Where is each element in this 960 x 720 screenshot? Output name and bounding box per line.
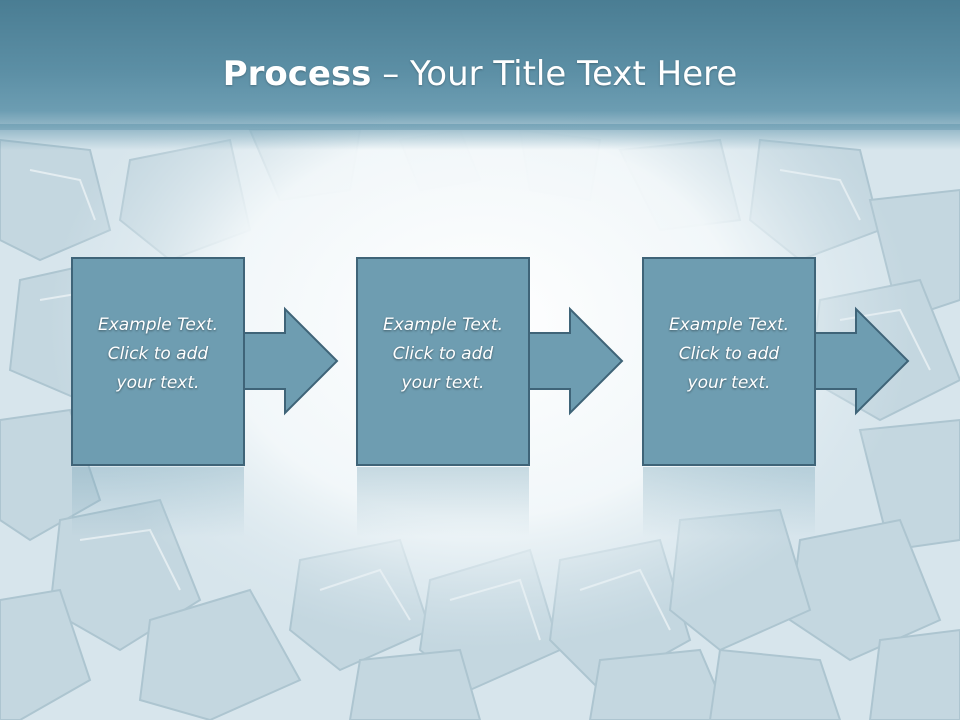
process-step-1[interactable]	[71, 257, 339, 537]
process-step-2-box	[356, 257, 530, 466]
process-step-3[interactable]	[642, 257, 910, 537]
process-step-1-box	[71, 257, 245, 466]
process-step-2-text[interactable]: Example Text. Click to add your text.	[382, 315, 504, 393]
slide-title-bold: Process	[222, 54, 372, 94]
slide-title-rest: – Your Title Text Here	[371, 54, 738, 94]
title-bar	[0, 0, 960, 130]
title-bar-fade	[0, 124, 960, 150]
process-step-3-text[interactable]: Example Text. Click to add your text.	[668, 315, 790, 393]
slide-title[interactable]: Process – Your Title Text Here	[0, 52, 960, 96]
process-step-1-arrow	[243, 306, 339, 416]
process-step-1-text[interactable]: Example Text. Click to add your text.	[97, 315, 219, 393]
process-step-2-arrow	[528, 306, 624, 416]
process-step-3-arrow	[814, 306, 910, 416]
process-step-3-box	[642, 257, 816, 466]
process-step-2[interactable]	[356, 257, 624, 537]
